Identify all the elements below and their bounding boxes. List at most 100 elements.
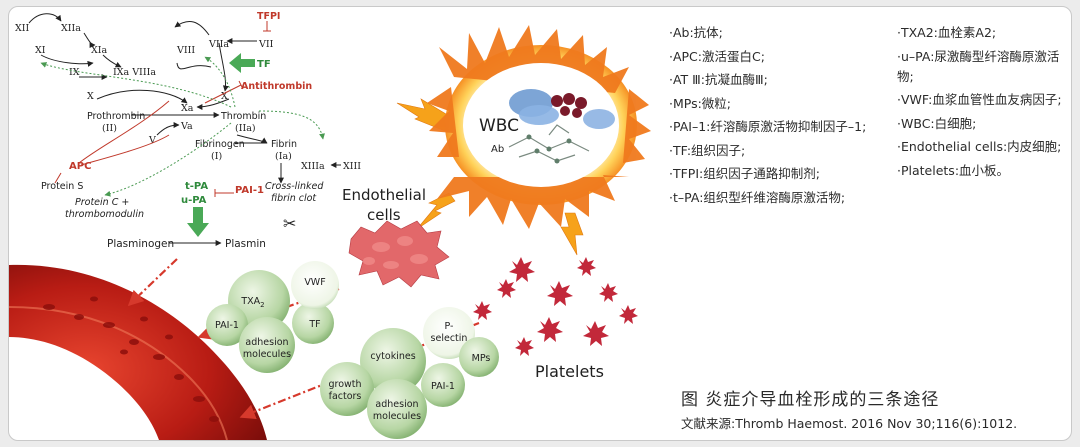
- tpa-label: t-PA: [185, 181, 208, 192]
- bubble-pai1-platelet: [421, 363, 465, 407]
- blood-vessel: [9, 264, 267, 440]
- factor-vii: VII: [258, 39, 274, 50]
- scissors-icon: ✂: [283, 214, 296, 233]
- growth-label-2: factors: [329, 391, 362, 402]
- pai1-platelet-label: PAI-1: [431, 381, 455, 392]
- thrombin-label: Thrombin: [220, 111, 266, 122]
- legend-item: ·Platelets:血小板。: [897, 162, 1010, 178]
- fibrinogen-label: Fibrinogen: [195, 139, 245, 150]
- factor-xi: XI: [35, 45, 46, 56]
- abbreviation-legend-right: ·TXA2:血栓素A2; ·u–PA:尿激酶型纤溶酶原激活物; ·VWF:血浆血…: [897, 23, 1062, 184]
- tf-bubble-label: TF: [308, 319, 320, 330]
- legend-item: ·WBC:白细胞;: [897, 115, 977, 131]
- crosslinked-label-2: fibrin clot: [271, 193, 317, 204]
- pai1-label: PAI-1: [235, 185, 264, 196]
- growth-label-1: growth: [328, 379, 361, 390]
- bubble-adhesion: [239, 317, 295, 373]
- upa-label: u-PA: [181, 195, 207, 206]
- legend-item: ·APC:激活蛋白C;: [669, 48, 765, 64]
- factor-ii: (II): [102, 123, 117, 134]
- antithrombin-label: Antithrombin: [241, 81, 312, 92]
- endothelial-label-1: Endothelial: [342, 186, 426, 204]
- txa2-label: TXA: [240, 296, 260, 307]
- legend-item: ·Ab:抗体;: [669, 25, 723, 40]
- legend-item: ·TF:组织因子;: [669, 142, 746, 158]
- bubble-vwf: [291, 261, 339, 309]
- factor-ixa-viiia: IXa VIIIa: [113, 67, 156, 78]
- factor-iia: (IIa): [235, 123, 256, 134]
- factor-v: V: [148, 135, 156, 146]
- adhesion-label-2: molecules: [243, 349, 291, 360]
- legend-item: ·MPs:微粒;: [669, 95, 732, 111]
- endothelial-cells: Endothelial cells: [342, 186, 450, 288]
- platelets-label: Platelets: [535, 362, 604, 381]
- pselectin-label-1: P-: [445, 321, 454, 332]
- wbc-label: WBC: [479, 116, 519, 136]
- fibrinogen-i: (I): [211, 151, 222, 162]
- factor-viia: VIIa: [208, 39, 229, 50]
- platelet-mediators: P- selectin cytokines MPs growth factors…: [320, 307, 499, 439]
- txa2-subscript: 2: [260, 301, 264, 309]
- protein-c-label-2: thrombomodulin: [65, 209, 144, 220]
- bubble-adhesion-platelet: [367, 379, 427, 439]
- pai1-bubble-label: PAI-1: [215, 320, 239, 331]
- legend-item: ·TFPI:组织因子通路抑制剂;: [669, 166, 820, 181]
- factor-xiii: XIII: [343, 161, 361, 172]
- figure-source: 文献来源:Thromb Haemost. 2016 Nov 30;116(6):…: [681, 416, 1018, 431]
- lightning-bolt-icon: [416, 192, 456, 230]
- factor-ix: IX: [69, 67, 80, 78]
- crosslinked-label-1: Cross-linked: [265, 181, 324, 192]
- plasminogen-label: Plasminogen: [107, 238, 174, 250]
- adhesion-platelet-label-2: molecules: [373, 411, 421, 422]
- platelets: [473, 257, 638, 356]
- wbc-inflammation: WBC Ab: [427, 25, 651, 229]
- protein-c-label-1: Protein C +: [75, 197, 129, 208]
- tf-arrow: [229, 53, 255, 73]
- legend-item: ·Endothelial cells:内皮细胞;: [897, 139, 1062, 154]
- adhesion-label-1: adhesion: [245, 337, 288, 348]
- tf-label: TF: [257, 59, 271, 70]
- fibrin-label: Fibrin: [271, 139, 297, 150]
- svg-text:TXA2: TXA2: [240, 296, 264, 309]
- legend-item: ·AT Ⅲ:抗凝血酶Ⅲ;: [669, 72, 768, 87]
- factor-xa: Xa: [181, 103, 194, 114]
- factor-viii: VIII: [176, 45, 195, 56]
- factor-va: Va: [180, 121, 193, 132]
- factor-xiia: XIIa: [61, 23, 81, 34]
- legend-item: ·u–PA:尿激酶型纤溶酶原激活物;: [897, 48, 1060, 84]
- apc-label: APC: [69, 161, 91, 172]
- bubble-tf: [292, 302, 334, 344]
- thrombosis-diagram: XII XIIa XI XIa IX IXa VIIIa VIII VIIa V…: [9, 11, 651, 440]
- protein-s-label: Protein S: [41, 181, 83, 192]
- abbreviation-legend-left: ·Ab:抗体; ·APC:激活蛋白C; ·AT Ⅲ:抗凝血酶Ⅲ; ·MPs:微粒…: [669, 23, 881, 211]
- mps-label: MPs: [472, 353, 491, 364]
- legend-item: ·t–PA:组织型纤维溶酶原激活物;: [669, 189, 846, 205]
- legend-item: ·VWF:血浆血管性血友病因子;: [897, 92, 1062, 107]
- legend-item: ·PAI–1:纤溶酶原激活物抑制因子–1;: [669, 119, 867, 134]
- plasmin-activation-arrow: [187, 207, 209, 237]
- fibrin-ia: (Ia): [275, 151, 292, 162]
- factor-xia: XIa: [91, 45, 108, 56]
- bubble-growth: [320, 362, 374, 416]
- legend-item: ·TXA2:血栓素A2;: [897, 25, 997, 40]
- factor-xii: XII: [15, 23, 30, 34]
- ab-label: Ab: [491, 144, 504, 155]
- vwf-label: VWF: [304, 277, 325, 288]
- tfpi-label: TFPI: [257, 11, 280, 22]
- endothelial-label-2: cells: [367, 206, 401, 224]
- bubble-cytokines: [360, 328, 426, 394]
- figure-frame: XII XIIa XI XIa IX IXa VIIIa VIII VIIa V…: [8, 6, 1072, 441]
- lightning-bolt-icon: [560, 212, 584, 256]
- factor-x-left: X: [87, 91, 94, 102]
- adhesion-platelet-label-1: adhesion: [375, 399, 418, 410]
- cytokines-label: cytokines: [370, 351, 415, 362]
- plasmin-label: Plasmin: [225, 238, 266, 250]
- factor-x-right: X: [221, 91, 228, 102]
- endothelial-mediators: TXA2 VWF PAI-1 TF adhesion molecules: [206, 261, 339, 373]
- prothrombin-label: Prothrombin: [87, 111, 145, 122]
- figure-caption: 图 炎症介导血栓形成的三条途径: [681, 390, 940, 410]
- bubble-pai1: [206, 304, 248, 346]
- factor-xiiia: XIIIa: [301, 161, 325, 172]
- bubble-mps: [459, 337, 499, 377]
- bubble-pselectin: [423, 307, 475, 359]
